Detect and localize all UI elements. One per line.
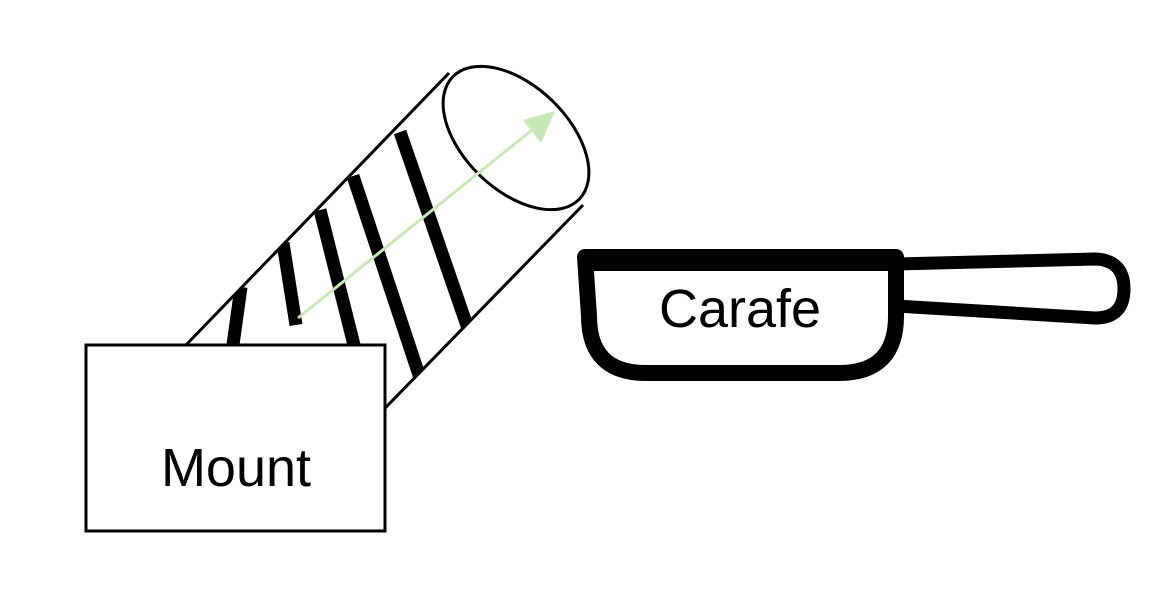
mount-label: Mount (161, 438, 311, 498)
field-arrow-icon (297, 111, 555, 320)
coil-winding (313, 208, 361, 347)
cylinder-end-cap (441, 64, 591, 212)
coil-winding (346, 173, 427, 381)
coil-winding (276, 241, 303, 327)
coil-windings (225, 129, 479, 443)
coil-winding (225, 286, 248, 353)
cylinder-upper-edge (183, 71, 451, 348)
pan-handle (895, 252, 1131, 325)
mount-block: Mount (84, 343, 387, 533)
coil-cylinder-icon (183, 64, 591, 482)
carafe-label: Carafe (659, 279, 821, 339)
frying-pan-icon: Carafe (577, 249, 1131, 381)
coil-winding (393, 129, 479, 343)
mount-box (84, 343, 387, 533)
pan-body (577, 249, 904, 381)
